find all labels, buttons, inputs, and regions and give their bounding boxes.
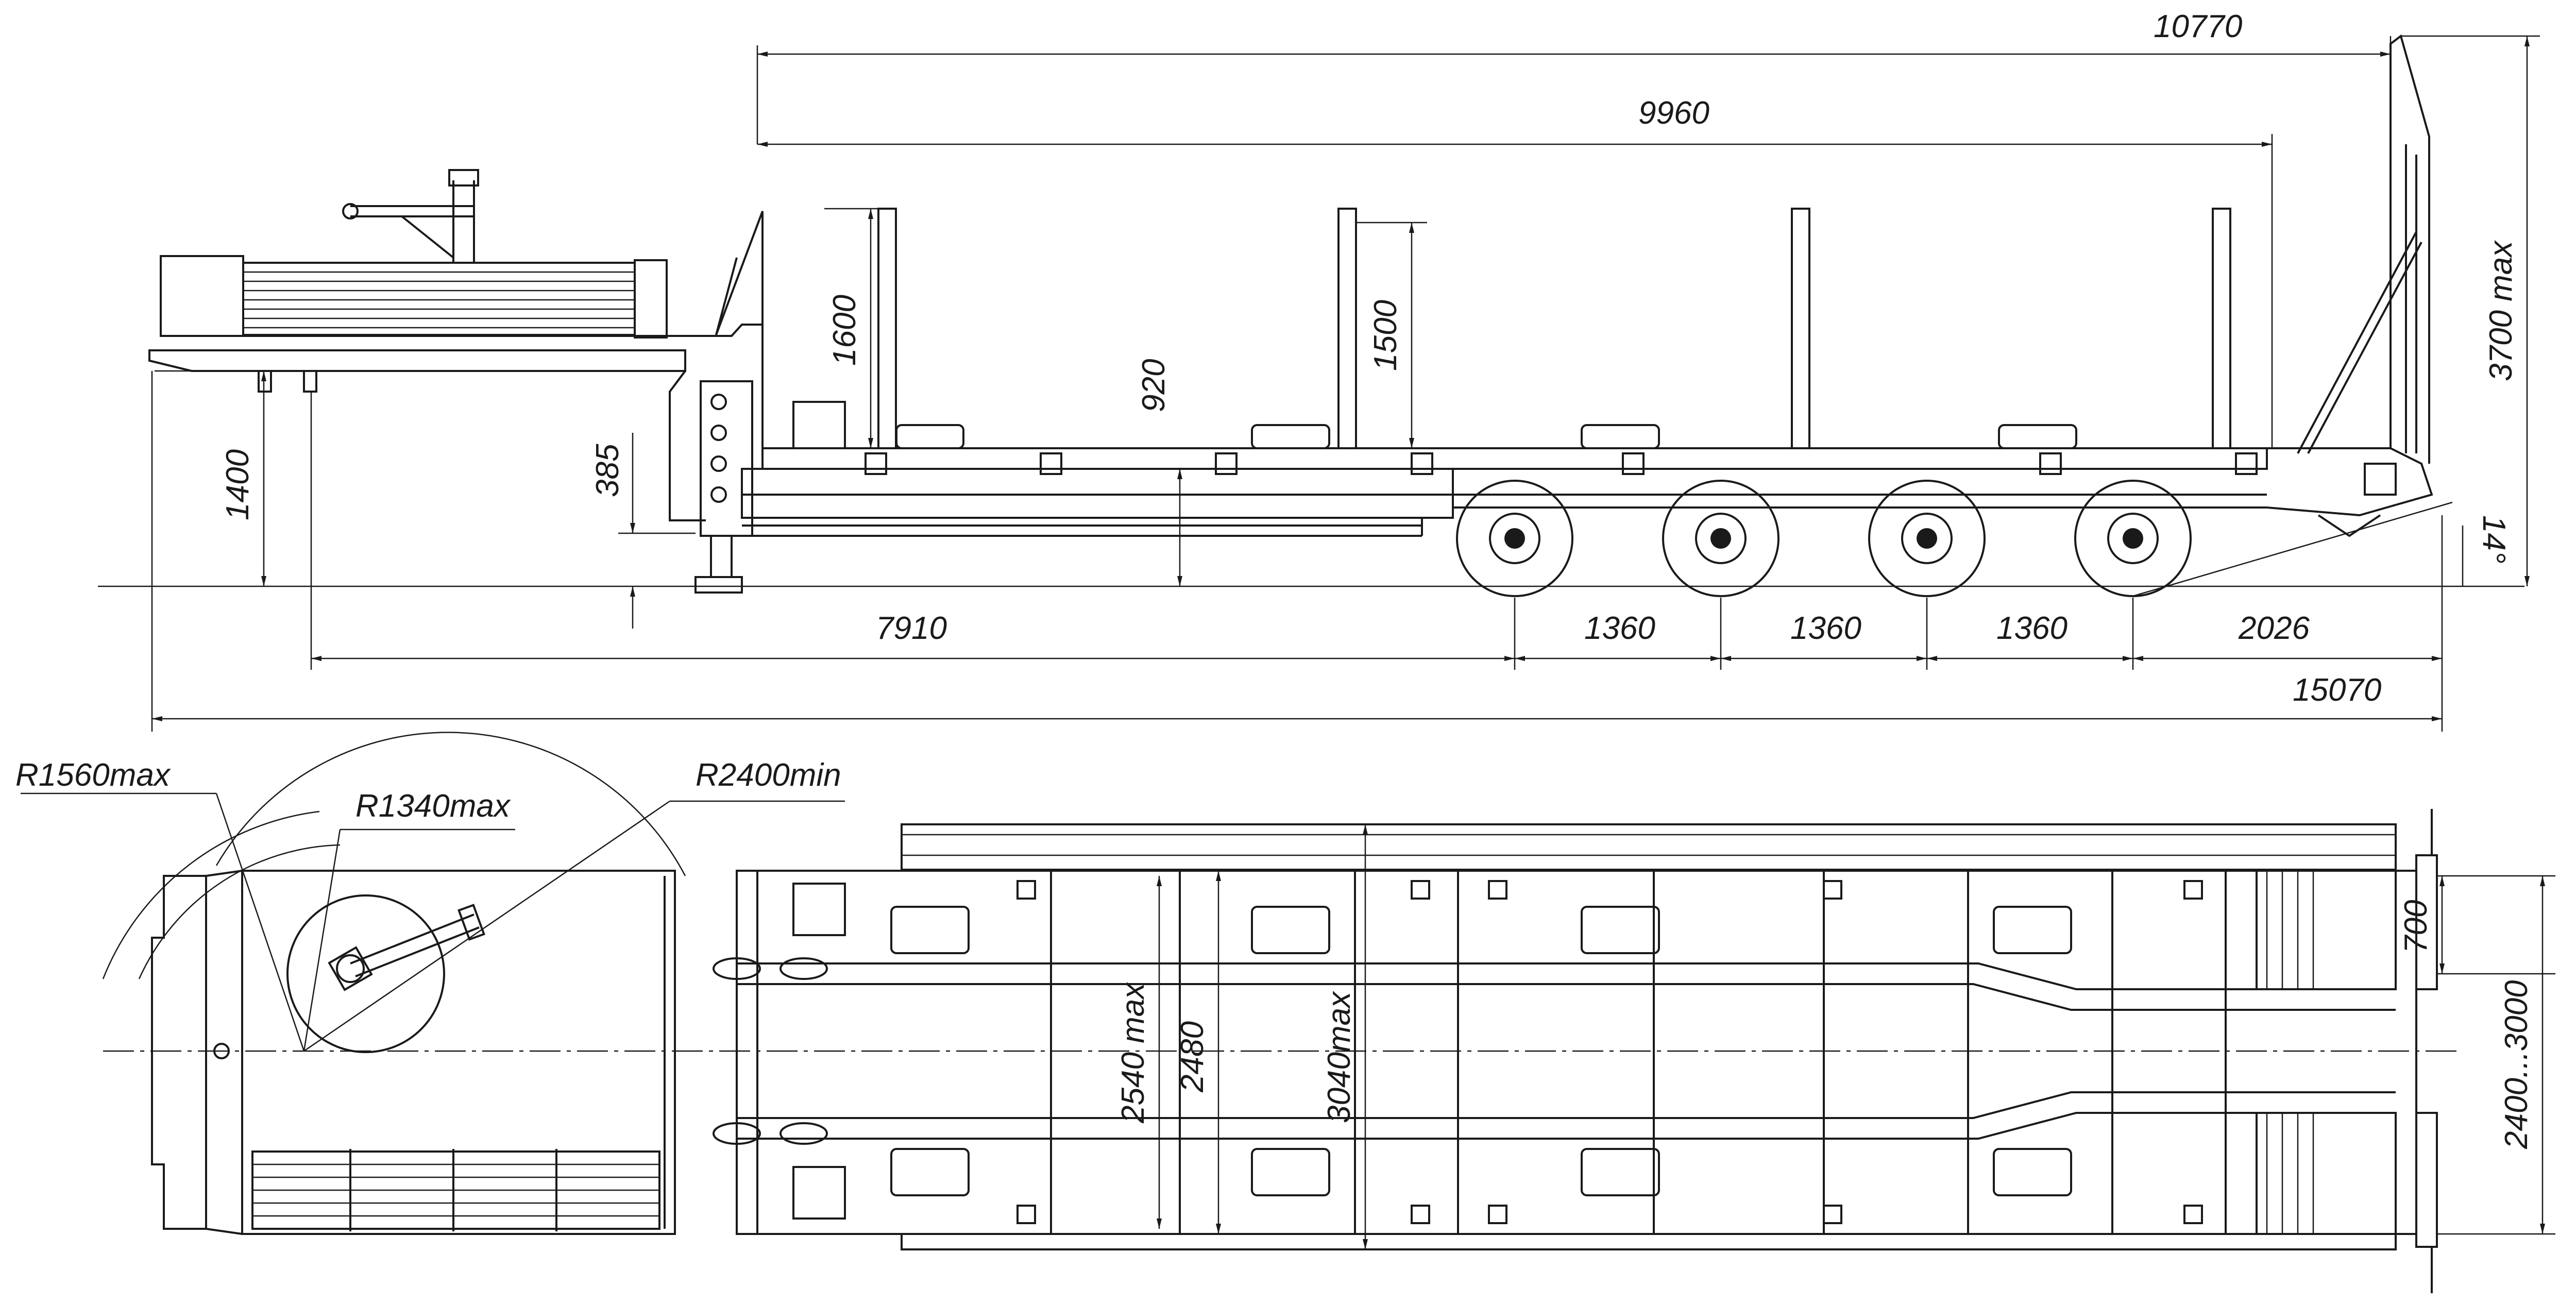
dim-overall-length: 15070 [2293, 672, 2381, 708]
stake [1337, 208, 1357, 449]
top-view: R1560max R1340max R2400min 2540 max 2480… [15, 732, 2555, 1293]
rear-ramp [2266, 34, 2433, 537]
wheel [1868, 480, 1986, 597]
dim-gooseneck-height: 1400 [220, 449, 256, 520]
gooseneck-top [151, 870, 676, 1235]
dim-width-extended: 3040max [1321, 991, 1357, 1123]
dim-width-frame: 2540 max [1115, 982, 1151, 1124]
wheel [2074, 480, 2192, 597]
landing-gear-bolts [710, 394, 727, 503]
dim-turning-radius: R2400min [696, 757, 841, 793]
dim-step-height: 385 [590, 444, 625, 497]
dim-axle-spacing-2: 1360 [1790, 611, 1861, 646]
bracket [792, 1166, 846, 1220]
dim-overall-height: 3700 max [2483, 240, 2519, 381]
side-view: 10770 9960 1600 1500 920 1400 38 [98, 9, 2540, 732]
radius-arcs: R1560max R1340max R2400min [15, 732, 845, 1052]
dim-axle-spacing-1: 1360 [1584, 611, 1655, 646]
gooseneck-slats [243, 271, 635, 329]
gooseneck [148, 169, 764, 594]
dim-swing-radius-kingpin: R1340max [355, 788, 511, 824]
kingpin-plate [286, 894, 445, 1053]
dim-ramp-track: 2400...3000 [2499, 980, 2534, 1149]
wheel [1662, 480, 1780, 597]
stake [1791, 208, 1810, 449]
dim-kingpin-to-axle: 7910 [876, 611, 947, 646]
dim-stake-height-front: 1600 [827, 295, 862, 366]
dim-deck-height: 920 [1136, 359, 1172, 412]
main-deck [741, 401, 2268, 537]
dim-stake-height: 1500 [1368, 300, 1403, 371]
wheel [1456, 480, 1573, 597]
side-dimensions: 10770 9960 1600 1500 920 1400 38 [151, 9, 2540, 732]
dim-swing-radius-front: R1560max [15, 757, 171, 793]
stake [2212, 208, 2231, 449]
dim-overall-platform-length: 10770 [2154, 9, 2242, 44]
dim-width-deck: 2480 [1175, 1021, 1210, 1093]
deck-fittings [865, 424, 2258, 475]
dim-deck-length: 9960 [1638, 95, 1709, 131]
dim-rear-overhang: 2026 [2238, 611, 2310, 646]
dim-departure-angle: 14° [2476, 515, 2512, 564]
stake [877, 208, 897, 449]
stakes [877, 208, 2231, 449]
bracket [792, 883, 846, 936]
rear-ramps-top [2256, 809, 2438, 1293]
dim-ramp-width: 700 [2398, 900, 2434, 953]
main-deck-top [713, 823, 2417, 1250]
wheels [1456, 480, 2192, 597]
dim-axle-spacing-3: 1360 [1996, 611, 2067, 646]
top-dimensions: 2540 max 2480 3040max 700 2400...3000 [1115, 824, 2555, 1249]
